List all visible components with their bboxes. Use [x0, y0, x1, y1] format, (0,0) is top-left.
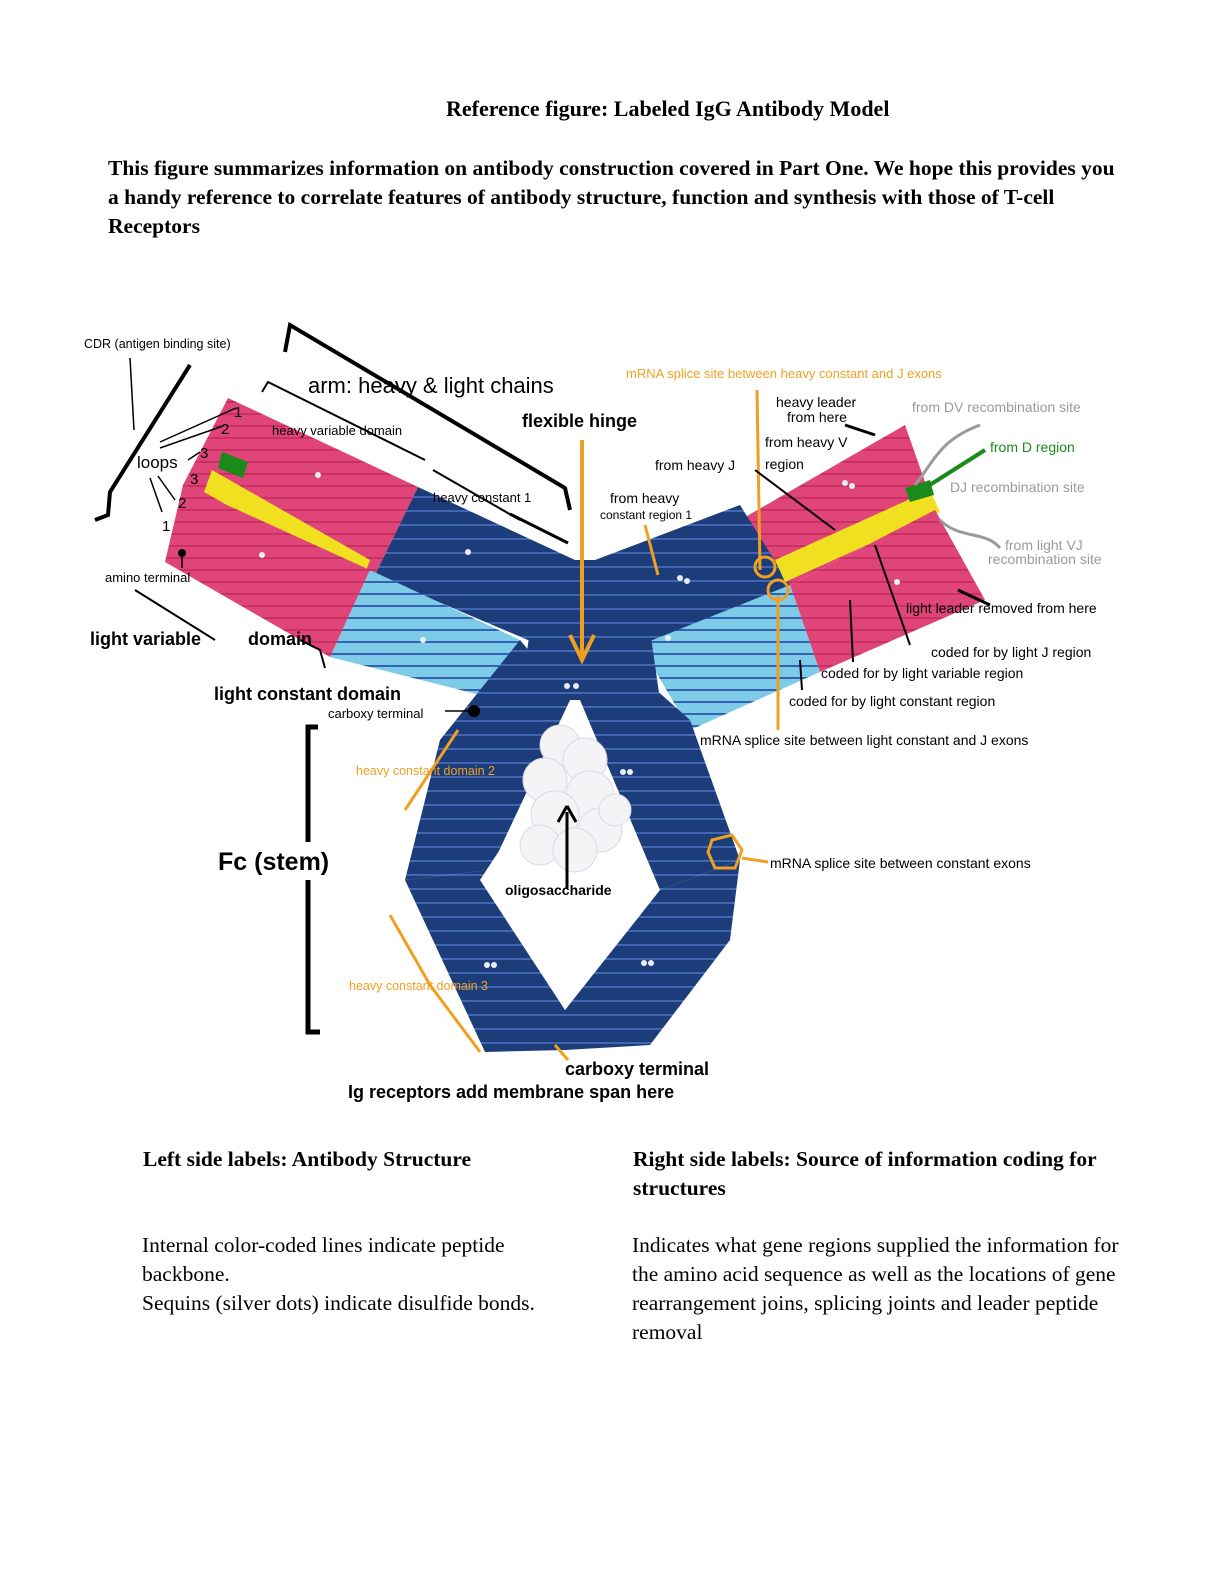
from-heavy-const-label-1: from heavy	[610, 490, 679, 506]
mrna-light-cj-label: mRNA splice site between light constant …	[700, 732, 1028, 748]
loop-number: 3	[190, 471, 198, 488]
coded-light-v-label: coded for by light variable region	[821, 665, 1023, 681]
coded-light-c-label: coded for by light constant region	[789, 693, 995, 709]
mrna-constant-marker	[706, 833, 744, 870]
right-column-heading: Right side labels: Source of information…	[633, 1147, 1097, 1200]
intro-paragraph: This figure summarizes information on an…	[108, 156, 1115, 238]
left-column-line: Sequins (silver dots) indicate disulfide…	[142, 1291, 535, 1315]
membrane-span-label: Ig receptors add membrane span here	[348, 1082, 674, 1102]
from-light-vj-label-2: recombination site	[988, 551, 1102, 567]
mrna-heavy-cj-label: mRNA splice site between heavy constant …	[626, 366, 942, 381]
mrna-heavy-cj-circle	[753, 555, 777, 579]
from-heavy-j-label: from heavy J	[655, 457, 735, 473]
left-column-line: Internal color-coded lines indicate pept…	[142, 1233, 505, 1286]
carboxy-terminal-small-label: carboxy terminal	[328, 706, 423, 721]
heavy-constant-2-bracket	[403, 729, 460, 811]
domain-label: domain	[248, 629, 312, 649]
from-heavy-v-label-1: from heavy V	[765, 434, 848, 450]
carboxy-terminal-label: carboxy terminal	[565, 1059, 709, 1079]
from-light-vj-label-1: from light VJ	[1005, 537, 1083, 553]
heavy-constant-3-label: heavy constant domain 3	[349, 979, 488, 993]
coded-light-j-label: coded for by light J region	[931, 644, 1091, 660]
light-leader-label: light leader removed from here	[906, 600, 1097, 616]
heavy-variable-label: heavy variable domain	[272, 423, 402, 438]
loops-label: loops	[137, 453, 178, 472]
heavy-leader-label-1: heavy leader	[776, 394, 857, 410]
heavy-constant-3-bracket	[388, 914, 482, 1053]
left-column-body: Internal color-coded lines indicate pept…	[142, 1231, 572, 1318]
loop-number: 3	[200, 445, 208, 462]
right-column-body: Indicates what gene regions supplied the…	[632, 1233, 1119, 1344]
heavy-variable-bracket	[261, 380, 426, 461]
coded-light-v-leader	[849, 599, 854, 663]
light-variable-label: light variable	[90, 629, 201, 649]
loop-numbers: 1 2 3 3 2 1	[162, 404, 242, 535]
mrna-constant-leader	[741, 856, 769, 864]
right-heavy-variable-domain	[740, 425, 935, 585]
heavy-constant-1-underline	[509, 512, 569, 545]
mrna-heavy-cj-leader	[755, 389, 762, 571]
from-heavy-v-label-2: region	[765, 456, 804, 472]
right-j-region	[775, 490, 940, 582]
dv-recomb-leader	[913, 423, 981, 486]
fc-stem-label: Fc (stem)	[218, 848, 329, 876]
cdr-leader-line	[129, 357, 135, 431]
cdr-bracket	[94, 363, 192, 522]
from-light-vj-leader	[938, 518, 1002, 550]
right-heavy-constant-2	[580, 640, 740, 890]
left-cdr-green	[218, 452, 248, 478]
left-column-heading: Left side labels: Antibody Structure	[143, 1147, 472, 1171]
loop-number: 2	[178, 495, 186, 512]
left-heavy-constant-2	[405, 640, 570, 880]
fc-label-backdrop	[210, 842, 350, 880]
heavy-leader-leader	[844, 423, 876, 437]
left-heavy-constant-1	[375, 487, 575, 660]
light-variable-bracket	[134, 589, 326, 669]
from-heavy-j-leader	[754, 469, 836, 531]
right-light-constant-domain	[640, 585, 820, 730]
from-d-region-label: from D region	[990, 439, 1075, 455]
left-light-variable-domain	[165, 485, 370, 657]
oligosaccharide-label: oligosaccharide	[505, 882, 612, 898]
loop-number: 1	[162, 518, 170, 535]
right-light-variable-domain	[790, 510, 985, 672]
coded-light-j-leader	[874, 544, 911, 646]
heavy-constant-2-label: heavy constant domain 2	[356, 764, 495, 778]
hinge-arrow	[568, 440, 596, 665]
coded-light-c-leader	[799, 659, 803, 691]
arm-bracket	[283, 321, 572, 511]
dj-recomb-label: DJ recombination site	[950, 479, 1085, 495]
dv-recomb-label: from DV recombination site	[912, 399, 1081, 415]
left-heavy-variable-domain	[183, 398, 418, 575]
left-heavy-constant-3	[405, 870, 565, 1052]
cdr-label: CDR (antigen binding site)	[84, 337, 231, 351]
mrna-light-cj-circle	[766, 578, 790, 602]
heavy-constant-1-bracket	[432, 469, 521, 521]
flexible-hinge-label: flexible hinge	[522, 411, 637, 431]
loop-number: 2	[221, 421, 229, 438]
fc-stem	[405, 560, 740, 1052]
carboxy-terminal-dot	[468, 705, 480, 717]
light-leader-leader	[957, 588, 991, 607]
from-d-region-leader	[923, 448, 987, 490]
heavy-leader-label-2: from here	[787, 409, 847, 425]
mrna-constant-label: mRNA splice site between constant exons	[770, 855, 1031, 871]
from-heavy-const-label-2: constant region 1	[600, 508, 692, 522]
loops-leader-lines	[149, 407, 237, 513]
light-constant-label: light constant domain	[214, 684, 401, 704]
carboxy-terminal-leader-orange	[553, 1044, 570, 1061]
arm-label: arm: heavy & light chains	[308, 373, 554, 398]
oligosaccharide-arrow	[556, 805, 578, 888]
heavy-constant-1-label: heavy constant 1	[433, 490, 531, 505]
sequins	[259, 472, 900, 968]
left-light-constant-domain	[330, 570, 520, 700]
loop-number: 1	[234, 404, 242, 421]
page-title: Reference figure: Labeled IgG Antibody M…	[446, 96, 890, 121]
from-heavy-const-leader	[643, 524, 660, 576]
amino-terminal-label: amino terminal	[105, 570, 190, 585]
right-heavy-constant-3	[565, 860, 740, 1050]
left-arm	[165, 398, 575, 700]
